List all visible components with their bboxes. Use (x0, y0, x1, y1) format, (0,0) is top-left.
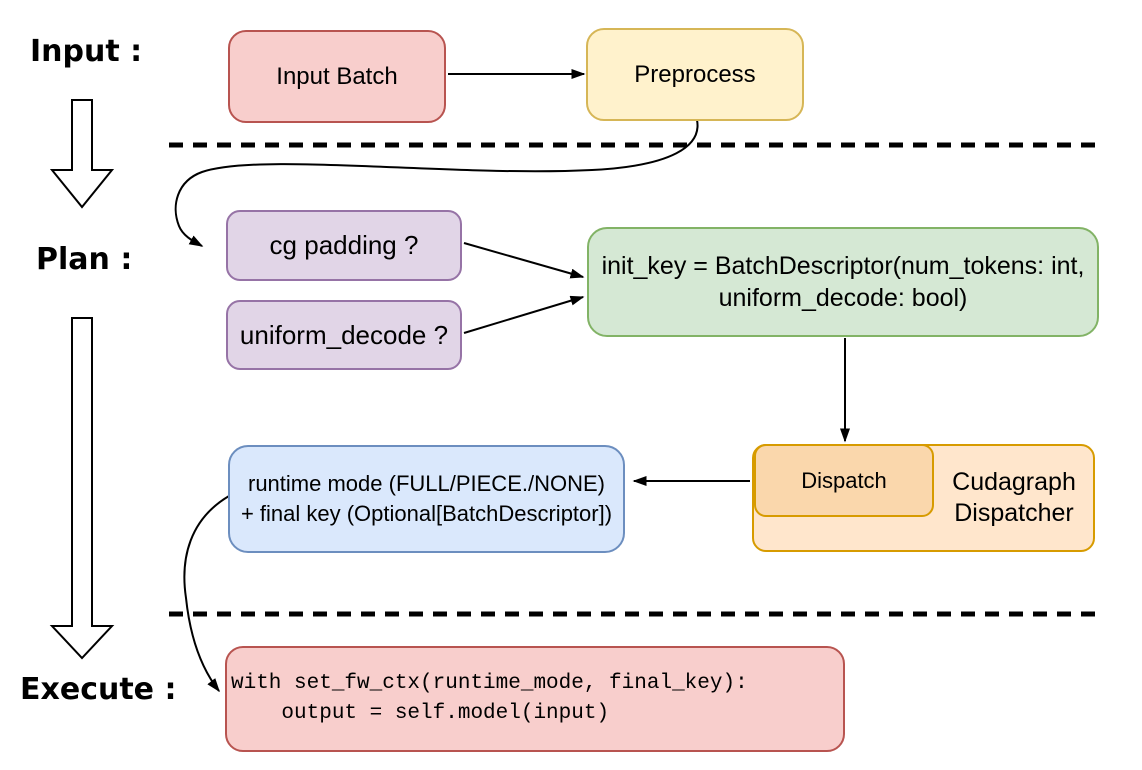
node-runtime-mode-line2: + final key (Optional[BatchDescriptor]) (240, 501, 613, 526)
node-cudagraph-dispatcher-label: Cudagraph Dispatcher (933, 444, 1095, 552)
node-init-key-line2: uniform_decode: bool) (718, 284, 968, 312)
node-cg-padding: cg padding ? (226, 210, 462, 281)
node-uniform-decode: uniform_decode ? (226, 300, 462, 370)
node-runtime-mode-line1: runtime mode (FULL/PIECE./NONE) (248, 471, 605, 496)
down-arrow-icon-plan-to-execute (49, 317, 115, 660)
node-dispatch-label: Dispatch (801, 467, 887, 493)
arrow-preprocess-to-cgpadding (174, 119, 699, 247)
node-preprocess-label: Preprocess (634, 60, 756, 88)
execute-code-line1: with set_fw_ctx(runtime_mode, final_key)… (231, 672, 748, 695)
node-input-batch-label: Input Batch (276, 62, 398, 90)
node-execute-code: with set_fw_ctx(runtime_mode, final_key)… (225, 646, 845, 752)
section-label-execute: Execute : (20, 672, 177, 707)
section-label-input: Input : (30, 34, 143, 69)
arrow-cgpadding-to-initkey (463, 242, 585, 279)
cudagraph-label-line2: Dispatcher (954, 499, 1074, 527)
node-input-batch: Input Batch (228, 30, 446, 123)
node-runtime-mode: runtime mode (FULL/PIECE./NONE) + final … (228, 445, 625, 553)
node-init-key-line1: init_key = BatchDescriptor(num_tokens: i… (601, 252, 1085, 280)
node-preprocess: Preprocess (586, 28, 804, 121)
node-uniform-decode-label: uniform_decode ? (239, 319, 449, 350)
node-init-key: init_key = BatchDescriptor(num_tokens: i… (587, 227, 1099, 337)
execute-code-line2: output = self.model(input) (231, 702, 610, 725)
arrow-runtimemode-to-executecode (183, 495, 230, 693)
section-label-plan: Plan : (36, 242, 133, 277)
arrow-uniformdecode-to-initkey (463, 295, 585, 334)
node-dispatch: Dispatch (754, 444, 934, 517)
cudagraph-label-line1: Cudagraph (952, 468, 1076, 496)
node-cg-padding-label: cg padding ? (269, 230, 419, 260)
down-arrow-icon-input-to-plan (49, 99, 115, 209)
